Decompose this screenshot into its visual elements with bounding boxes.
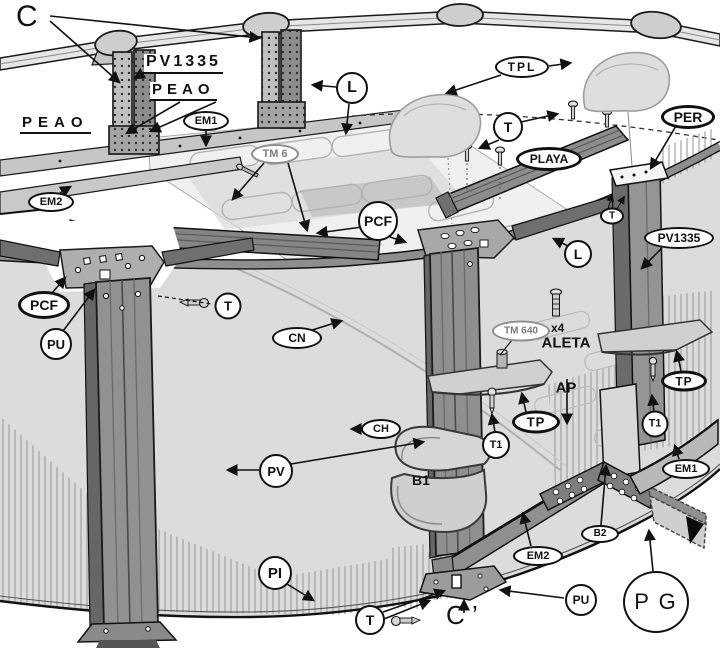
label-pcf-left: PCF [18, 291, 70, 319]
aleta-wing-right [597, 319, 714, 356]
label-pv: PV [259, 454, 293, 488]
b2-bracket [538, 460, 657, 512]
label-t-post-right: T [600, 207, 624, 225]
label-pv1335-top: PV1335 [144, 54, 223, 74]
label-tpl: TPL [495, 56, 549, 78]
label-cn: CN [272, 327, 322, 349]
label-em2-bottom: EM2 [513, 546, 563, 566]
label-per: PER [661, 105, 715, 129]
label-peao-top: PEAO [150, 82, 217, 101]
label-t-bottom: T [355, 605, 385, 635]
label-t-left: T [214, 292, 242, 320]
pg-ghost-rail [647, 484, 707, 550]
label-pu-left: PU [40, 328, 72, 360]
label-em1-top: EM1 [183, 111, 229, 131]
label-em2-left: EM2 [28, 192, 74, 212]
label-t-top-right: T [493, 112, 523, 142]
label-b1: B1 [412, 472, 430, 488]
label-tp-center: TP [512, 410, 560, 434]
label-b2: B2 [581, 525, 619, 543]
label-ch: CH [361, 419, 401, 439]
screw-icon-tm640 [549, 288, 563, 317]
label-pg: P G [623, 571, 689, 633]
label-l-right: L [564, 240, 592, 268]
label-t1-right: T1 [641, 410, 669, 438]
label-t1-center: T1 [482, 431, 510, 459]
label-l-top: L [336, 72, 368, 104]
left-junction [0, 216, 255, 292]
center-junction [417, 195, 617, 259]
label-pu-bottom: PU [565, 584, 597, 616]
left-post [76, 277, 178, 648]
leader-lines [49, 15, 685, 620]
label-pi: PI [258, 556, 292, 590]
label-pv1335-right: PV1335 [644, 227, 714, 249]
label-tp-right: TP [661, 370, 707, 392]
label-c-top: C [16, 0, 38, 33]
label-tm640-qty: x4 [551, 321, 565, 335]
tpl-cap-left [388, 93, 482, 225]
peao-post-pair-right [257, 29, 306, 129]
screw-icon-t1-center [487, 387, 497, 416]
label-tm6: TM 6 [251, 144, 299, 164]
label-pcf-center: PCF [358, 201, 398, 241]
label-em1-right: EM1 [662, 459, 710, 479]
label-playa: PLAYA [516, 147, 582, 171]
b1-bracket [390, 425, 492, 534]
tpl-cap-right [582, 51, 671, 167]
label-tm640: TM 640 [492, 320, 550, 342]
label-aleta-line1: ALETA [541, 334, 591, 352]
screw-icon-t-bottom [390, 615, 422, 627]
label-aleta-line2: AP [555, 379, 577, 397]
label-c-prime: C ’ [446, 600, 478, 630]
screw-icon-t1-right [648, 356, 658, 383]
label-aleta-ap: ALETA AP [542, 306, 591, 411]
label-peao-left: PEAO [20, 115, 91, 134]
